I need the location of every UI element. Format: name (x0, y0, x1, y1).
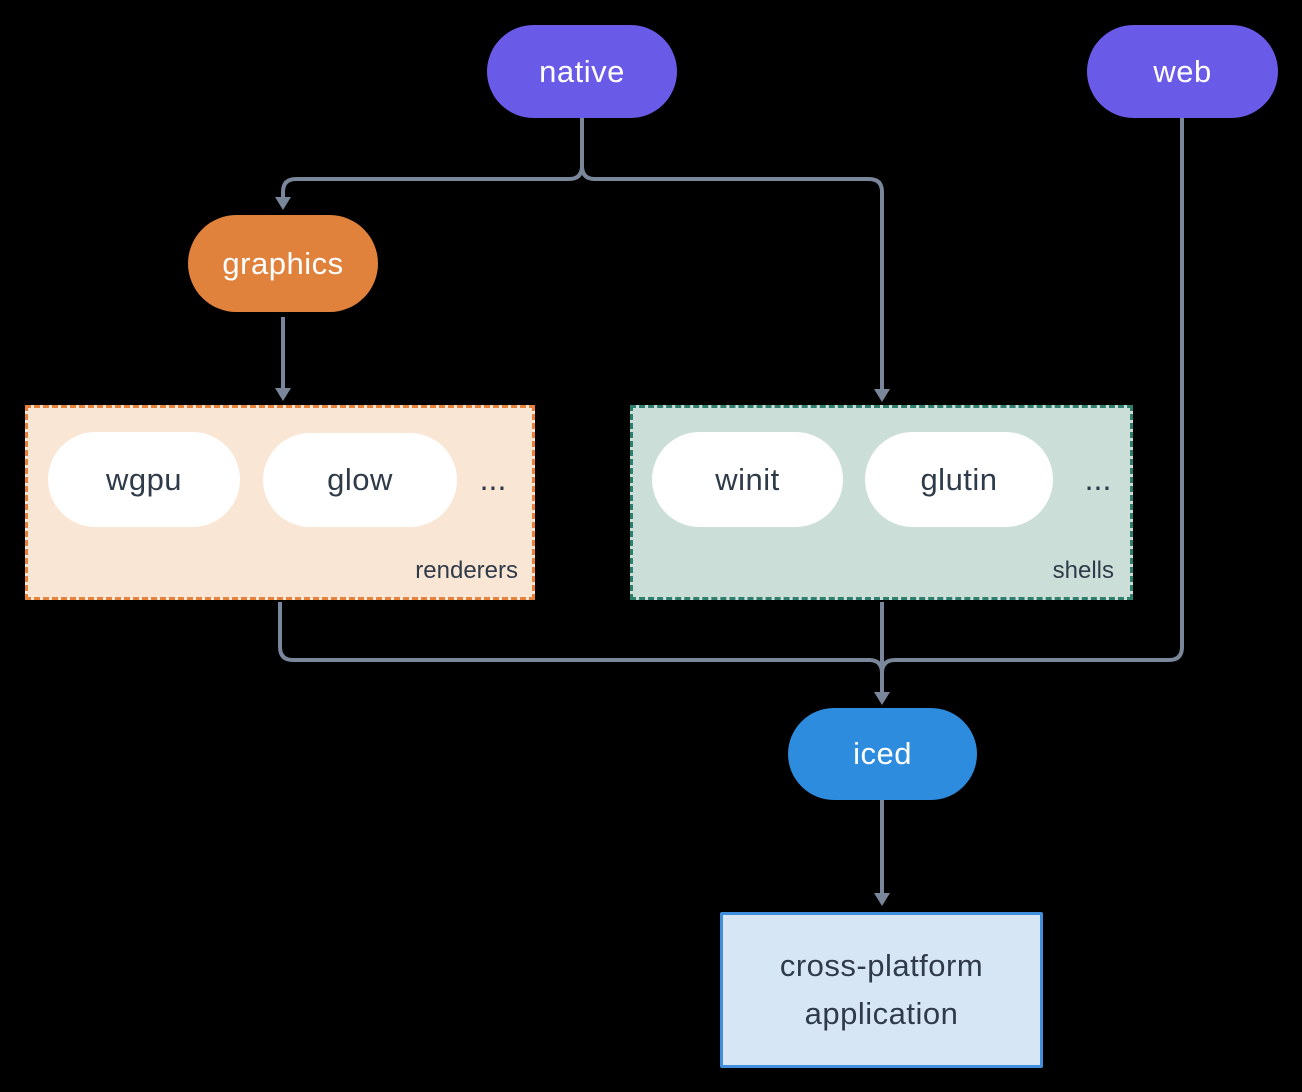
application-label-line1: cross-platform (779, 948, 984, 983)
application-label-line2: application (804, 996, 959, 1031)
edge-renderers-to-iced (278, 602, 884, 674)
arrowhead-into-application (874, 893, 890, 906)
node-graphics: graphics (188, 215, 378, 312)
renderers-ellipsis: ... (479, 461, 507, 497)
pill-glow-label: glow (327, 462, 393, 497)
pill-wgpu-label: wgpu (105, 461, 183, 497)
node-iced-label: iced (853, 736, 912, 771)
node-web: web (1087, 25, 1278, 118)
renderers-group-label: renderers (415, 557, 518, 584)
edge-native-to-shells (580, 165, 884, 389)
node-iced: iced (788, 708, 977, 800)
edge-native-to-graphics (281, 118, 584, 198)
group-shells: winit glutin ... shells (630, 405, 1133, 600)
pill-glutin-label: glutin (920, 461, 998, 497)
node-native: native (487, 25, 677, 118)
group-renderers: wgpu glow ... renderers (25, 405, 535, 600)
arrowhead-into-graphics (275, 197, 291, 210)
pill-winit-label: winit (715, 461, 780, 497)
arrowhead-into-iced (874, 692, 890, 705)
node-web-label: web (1153, 53, 1212, 89)
node-application: cross-platform application (720, 912, 1043, 1068)
pill-winit: winit (652, 432, 843, 527)
arrowhead-into-renderers (275, 388, 291, 401)
node-native-label: native (539, 53, 625, 89)
arrowhead-into-shells (874, 389, 890, 402)
pill-wgpu: wgpu (48, 432, 240, 527)
shells-group-label: shells (1052, 557, 1114, 584)
shells-ellipsis: ... (1084, 461, 1112, 497)
pill-glow: glow (263, 433, 457, 527)
node-graphics-label: graphics (222, 245, 344, 281)
pill-glutin: glutin (865, 432, 1053, 527)
